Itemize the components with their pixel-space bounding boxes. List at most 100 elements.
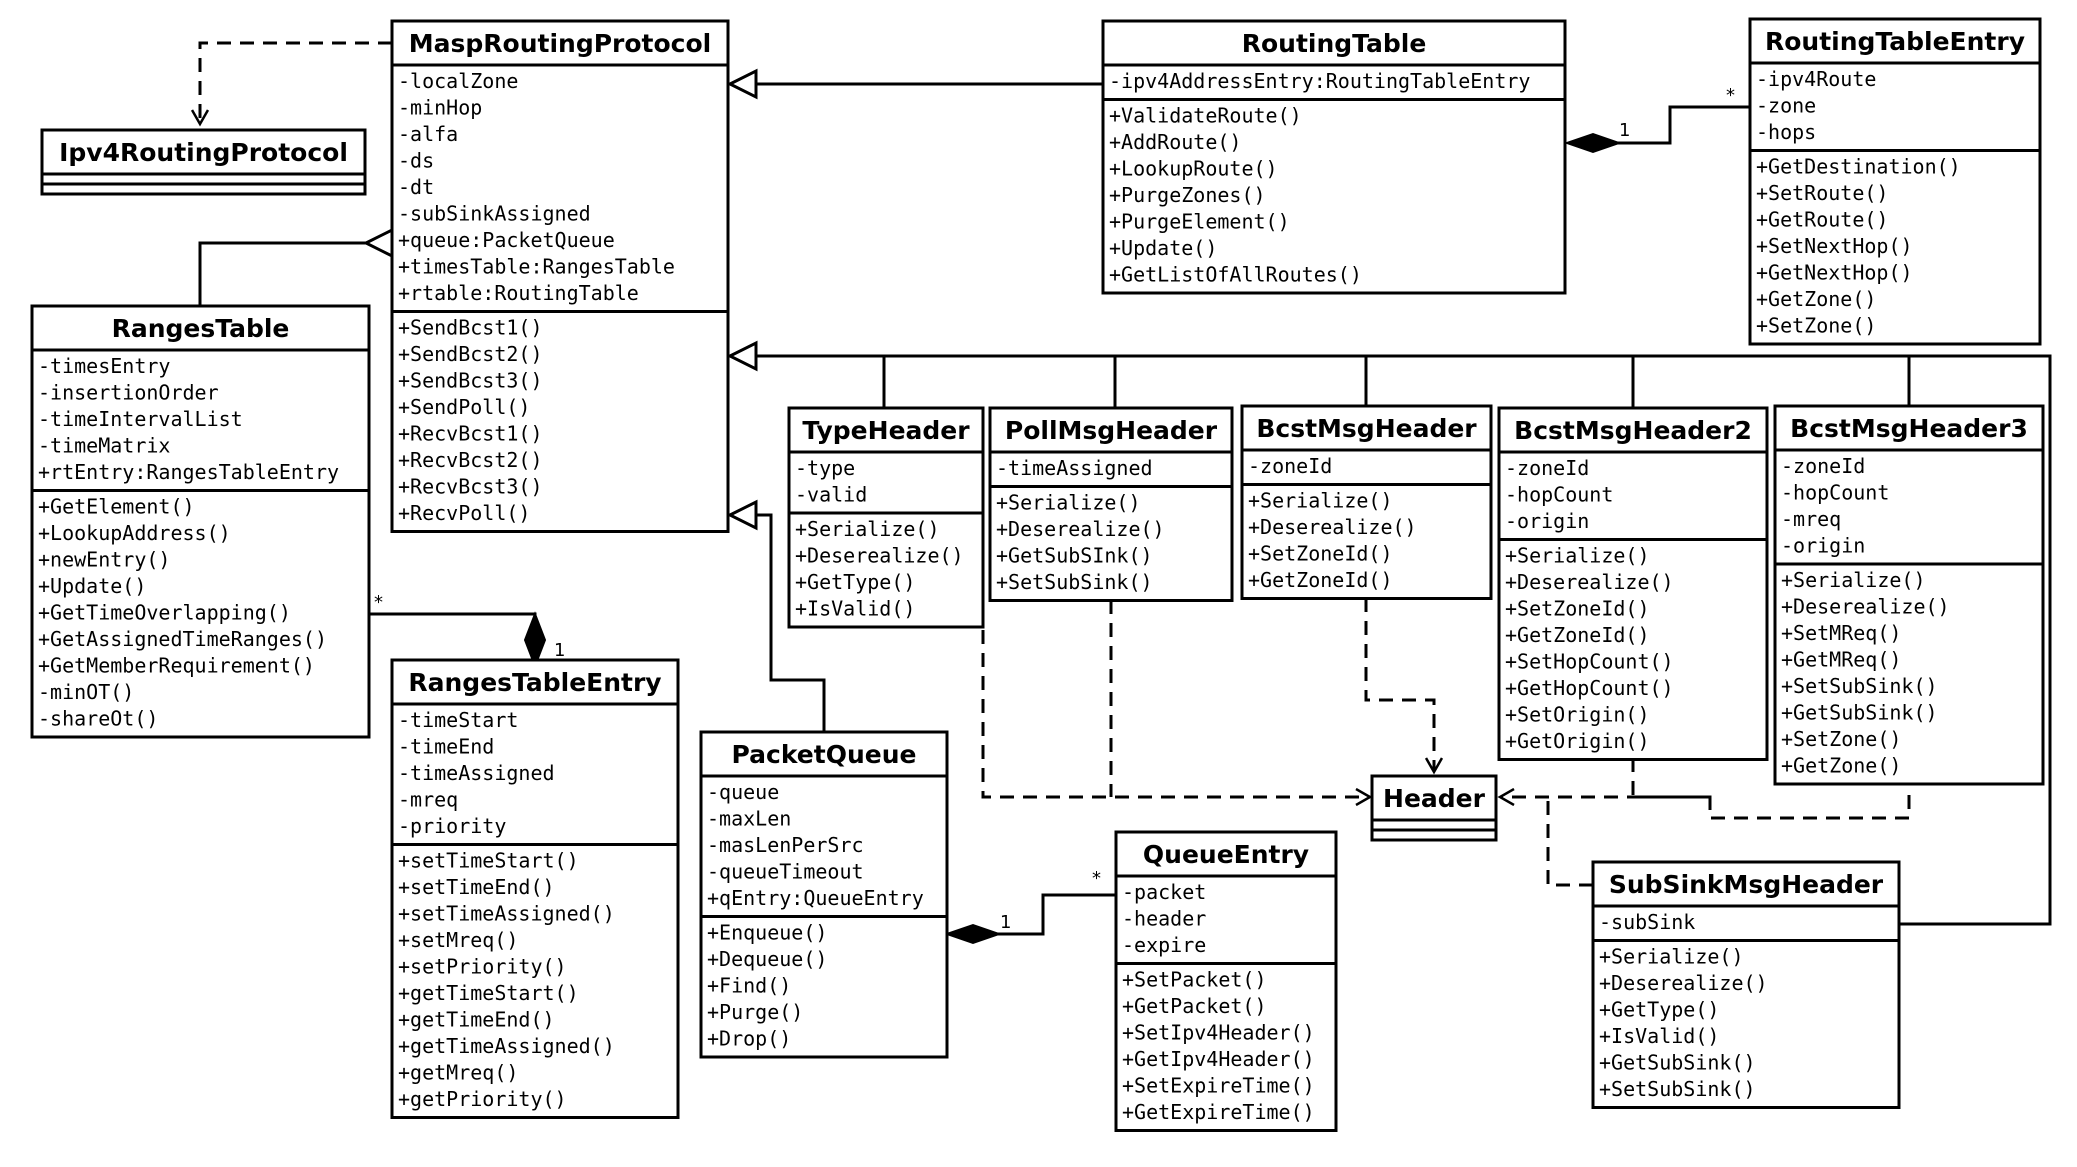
class-name: BcstMsgHeader2: [1514, 416, 1752, 445]
generalization-ranges-table: [198, 241, 366, 306]
composition-ranges-entry: [369, 612, 537, 640]
operation-get-time-overlapping: +GetTimeOverlapping(): [38, 601, 291, 625]
dependency-bcst-header-to-header: [1364, 598, 1434, 772]
attribute--hop-count: -hopCount: [1781, 481, 1889, 505]
operation-recv-poll: +RecvPoll(): [398, 501, 530, 525]
attribute--queue: -queue: [707, 780, 779, 804]
class-boxes: MaspRoutingProtocol-localZone-minHop-alf…: [30, 17, 2045, 1132]
multiplicity-ranges-entry-one: 1: [554, 640, 565, 661]
class-packet-queue: PacketQueue-queue-maxLen-masLenPerSrc-qu…: [699, 730, 949, 1059]
operation-deserealize: +Deserealize(): [996, 517, 1165, 541]
operation-get-next-hop: +GetNextHop(): [1756, 261, 1913, 285]
generalization-triangle-headers: [726, 340, 758, 372]
class-name: BcstMsgHeader: [1256, 414, 1477, 443]
operation-deserealize: +Deserealize(): [1599, 971, 1768, 995]
operation-get-sub-sink: +GetSubSink(): [1781, 701, 1938, 725]
operation-set-time-end: +setTimeEnd(): [398, 875, 555, 899]
operation-get-sub-sink: +GetSubSink(): [1599, 1051, 1756, 1075]
operation-get-route: +GetRoute(): [1756, 208, 1888, 232]
class-box: [1114, 830, 1338, 1132]
class-bcst-msg-header: BcstMsgHeader -zoneId +Serialize()+Deserea…: [1240, 404, 1493, 600]
operation-get-element: +GetElement(): [38, 495, 195, 519]
dependency-subsink-to-header: [1546, 797, 1593, 887]
operation-update: +Update(): [38, 574, 146, 598]
operation-send-bcst1: +SendBcst1(): [398, 316, 543, 340]
operation-get-hop-count: +GetHopCount(): [1505, 676, 1674, 700]
attribute--zone-id: -zoneId: [1781, 454, 1865, 478]
operation-serialize: +Serialize(): [1599, 945, 1744, 969]
operation-get-zone-id: +GetZoneId(): [1505, 623, 1650, 647]
operation-get-mreq: +GetMReq(): [1781, 648, 1901, 672]
attribute--zone: -zone: [1756, 94, 1816, 118]
operation-set-mreq: +SetMReq(): [1781, 621, 1901, 645]
class-ranges-table: RangesTable-timesEntry-insertionOrder-ti…: [30, 304, 371, 739]
operation-get-destination: +GetDestination(): [1756, 155, 1961, 179]
class-ipv4-routing-protocol: Ipv4RoutingProtocol: [40, 128, 367, 196]
class-box: [1773, 404, 2045, 786]
class-name: RoutingTableEntry: [1765, 27, 2025, 56]
operation-set-ipv4-header: +SetIpv4Header(): [1122, 1021, 1315, 1045]
operation-get-zone: +GetZone(): [1781, 754, 1901, 778]
operation-set-sub-sink: +SetSubSink(): [1599, 1077, 1756, 1101]
operation-get-member-requirement: +GetMemberRequirement(): [38, 654, 315, 678]
class-box: [787, 406, 985, 629]
operation-purge-zones: +PurgeZones(): [1109, 183, 1266, 207]
class-name: SubSinkMsgHeader: [1609, 870, 1884, 899]
class-box: [988, 406, 1234, 602]
attribute--local-zone: -localZone: [398, 69, 518, 93]
attribute--time-interval-list: -timeIntervalList: [38, 407, 243, 431]
attribute--min-hop: -minHop: [398, 96, 482, 120]
operation-set-sub-sink: +SetSubSink(): [1781, 674, 1938, 698]
operation-update: +Update(): [1109, 236, 1217, 260]
attribute--time-start: -timeStart: [398, 708, 518, 732]
attribute--mas-len-per-src: -masLenPerSrc: [707, 833, 864, 857]
operation-get-expire-time: +GetExpireTime(): [1122, 1100, 1315, 1124]
attribute-rt-entry-ranges-table-entry: +rtEntry:RangesTableEntry: [38, 460, 339, 484]
class-name: Ipv4RoutingProtocol: [59, 138, 348, 167]
operation-get-packet: +GetPacket(): [1122, 994, 1267, 1018]
attribute--zone-id: -zoneId: [1505, 456, 1589, 480]
operation-get-type: +GetType(): [795, 570, 915, 594]
generalization-triangle-ranges-table: [362, 227, 394, 259]
operation-recv-bcst1: +RecvBcst1(): [398, 422, 543, 446]
generalization-packet-queue: [754, 513, 826, 732]
operation-new-entry: +newEntry(): [38, 548, 170, 572]
multiplicity-packet-queue-one: 1: [1000, 912, 1011, 933]
operation-drop: +Drop(): [707, 1027, 791, 1051]
attribute-queue-packet-queue: +queue:PacketQueue: [398, 228, 615, 252]
operation-serialize: +Serialize(): [1505, 544, 1650, 568]
class-routing-table-entry: RoutingTableEntry-ipv4Route-zone-hops+Ge…: [1748, 17, 2042, 346]
attribute--valid: -valid: [795, 483, 867, 507]
class-queue-entry: QueueEntry-packet-header-expire+SetPacke…: [1114, 830, 1338, 1132]
dependency-bcst-headers-merge: [1631, 758, 1911, 820]
operation-set-next-hop: +SetNextHop(): [1756, 234, 1913, 258]
class-header: Header: [1370, 774, 1498, 842]
operation-serialize: +Serialize(): [996, 491, 1141, 515]
operation-get-time-assigned: +getTimeAssigned(): [398, 1034, 615, 1058]
operation-serialize: +Serialize(): [795, 517, 940, 541]
operation-get-list-of-all-routes: +GetListOfAllRoutes(): [1109, 263, 1362, 287]
operation-get-zone-id: +GetZoneId(): [1248, 568, 1393, 592]
class-box: [1497, 406, 1769, 761]
attribute--zone-id: -zoneId: [1248, 454, 1332, 478]
multiplicity-routing-table-one: 1: [1619, 120, 1630, 141]
operation-validate-route: +ValidateRoute(): [1109, 104, 1302, 128]
class-name: PollMsgHeader: [1005, 416, 1218, 445]
operation-get-origin: +GetOrigin(): [1505, 729, 1650, 753]
generalization-triangle-routing-table: [726, 68, 758, 100]
operation--min-ot: -minOT(): [38, 680, 134, 704]
attribute-times-table-ranges-table: +timesTable:RangesTable: [398, 255, 675, 279]
attribute--dt: -dt: [398, 175, 434, 199]
class-bcst-msg-header3: BcstMsgHeader3-zoneId-hopCount-mreq-orig…: [1773, 404, 2045, 786]
operation-set-zone-id: +SetZoneId(): [1505, 597, 1650, 621]
operation-deserealize: +Deserealize(): [795, 544, 964, 568]
operation-lookup-route: +LookupRoute(): [1109, 157, 1278, 181]
attribute--mreq: -mreq: [398, 788, 458, 812]
operation-set-origin: +SetOrigin(): [1505, 703, 1650, 727]
operation-enqueue: +Enqueue(): [707, 921, 827, 945]
class-name: Header: [1383, 784, 1486, 813]
operation-serialize: +Serialize(): [1248, 489, 1393, 513]
composition-diamond-packet-queue: [943, 923, 1003, 945]
operation-deserealize: +Deserealize(): [1248, 515, 1417, 539]
attribute--queue-timeout: -queueTimeout: [707, 860, 864, 884]
